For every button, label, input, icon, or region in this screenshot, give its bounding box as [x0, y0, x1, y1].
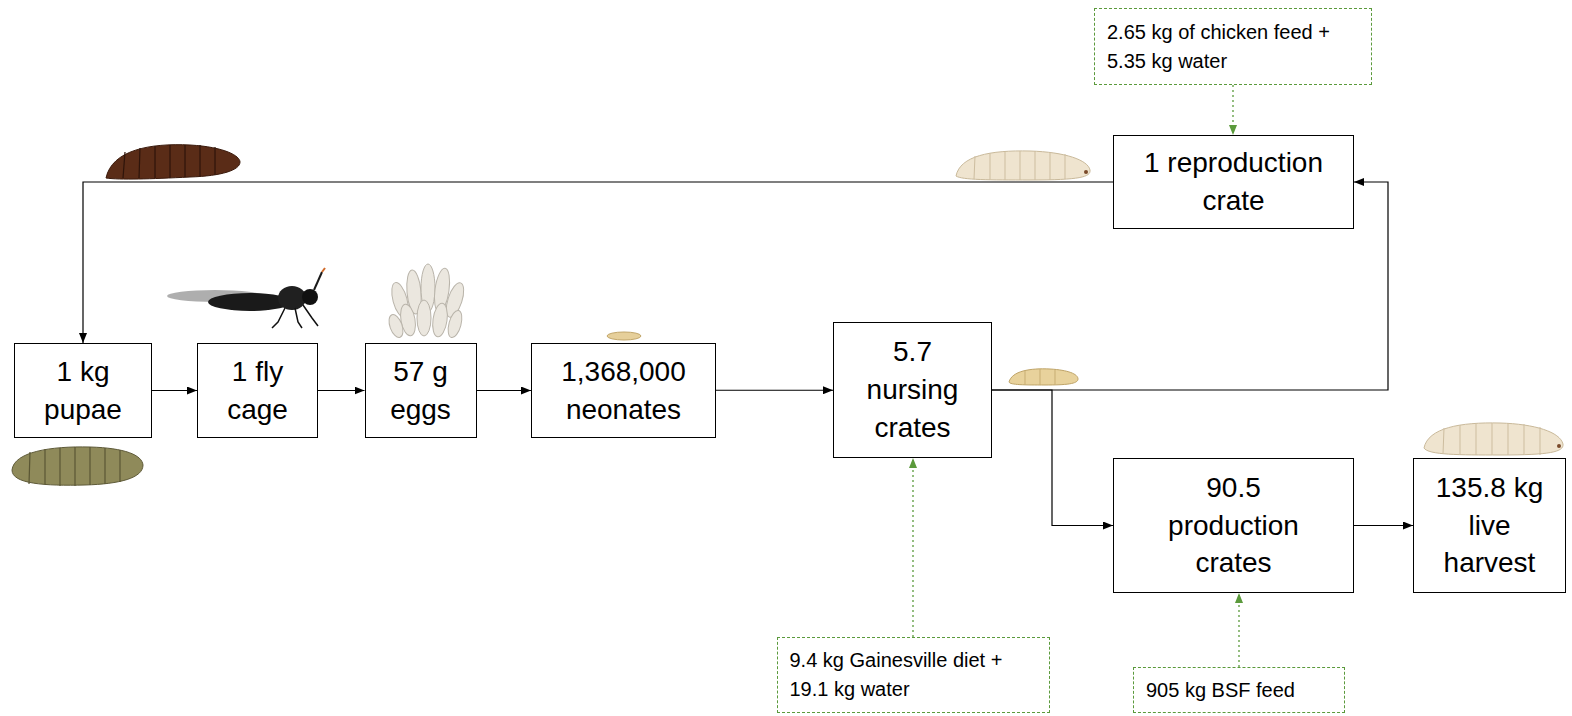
- flow-arrow: [992, 390, 1113, 526]
- pupa-body: [12, 447, 143, 485]
- pupa-picture: [12, 447, 143, 486]
- egg-picture: [386, 264, 467, 339]
- text-group: 1 kg pupae: [24, 353, 142, 429]
- flow-arrow: [477, 390, 532, 391]
- prepupa-picture: [106, 145, 240, 179]
- text-group: 90.5 production crates: [1159, 469, 1309, 582]
- fly-head: [302, 289, 318, 305]
- process-box: 5.7 nursing crates: [833, 322, 992, 458]
- larva-head: [1084, 170, 1088, 174]
- flow-arrow: [716, 390, 833, 391]
- box-label: 135.8 kg live harvest: [1425, 469, 1555, 582]
- box-label: 90.5 production crates: [1159, 469, 1309, 582]
- fly-picture: [167, 268, 325, 328]
- text-group: 9.4 kg Gainesville diet + 19.1 kg water: [790, 646, 1035, 704]
- box-label: 1 kg pupae: [24, 353, 142, 429]
- young-larva-picture: [1009, 369, 1078, 385]
- box-label: 1 reproduction crate: [1124, 144, 1344, 220]
- pupa-segments: [29, 447, 120, 486]
- fly-antenna: [314, 272, 322, 290]
- fly-thorax: [278, 286, 306, 310]
- input-label: 2.65 kg of chicken feed + 5.35 kg water: [1107, 18, 1357, 76]
- text-group: 2.65 kg of chicken feed + 5.35 kg water: [1107, 18, 1357, 76]
- fly-antenna-tip: [322, 268, 325, 272]
- flow-arrow: [83, 182, 1113, 343]
- text-group: 1 reproduction crate: [1124, 144, 1344, 220]
- prepupa-segments: [123, 145, 215, 178]
- box-label: 5.7 nursing crates: [858, 333, 968, 446]
- input-arrow: [1232, 85, 1233, 135]
- process-box: 1 kg pupae: [14, 343, 152, 438]
- box-label: 1 fly cage: [208, 353, 308, 429]
- text-group: 5.7 nursing crates: [858, 333, 968, 446]
- text-group: 135.8 kg live harvest: [1425, 469, 1555, 582]
- process-box: 1 reproduction crate: [1113, 135, 1354, 229]
- box-label: 1,368,000 neonates: [541, 353, 706, 429]
- input-arrow: [912, 458, 913, 637]
- fly-legs: [272, 305, 318, 328]
- text-group: 905 kg BSF feed: [1146, 676, 1295, 705]
- process-box: 1,368,000 neonates: [531, 343, 716, 438]
- process-box: 90.5 production crates: [1113, 458, 1354, 593]
- input-box: 2.65 kg of chicken feed + 5.35 kg water: [1094, 8, 1372, 85]
- flow-arrow: [318, 390, 365, 391]
- result-box: 135.8 kg live harvest: [1413, 458, 1566, 593]
- input-label: 9.4 kg Gainesville diet + 19.1 kg water: [790, 646, 1035, 704]
- neonate-picture: [607, 332, 641, 340]
- input-box: 9.4 kg Gainesville diet + 19.1 kg water: [777, 637, 1050, 713]
- flow-arrow: [1354, 525, 1413, 526]
- harvest-larva-picture: [1424, 423, 1563, 455]
- input-label: 905 kg BSF feed: [1146, 676, 1295, 705]
- text-group: 57 g eggs: [375, 353, 467, 429]
- box-label: 57 g eggs: [375, 353, 467, 429]
- text-group: 1,368,000 neonates: [541, 353, 706, 429]
- flow-arrow: [152, 390, 197, 391]
- process-box: 1 fly cage: [197, 343, 318, 438]
- input-arrow: [1238, 593, 1239, 667]
- text-group: 1 fly cage: [208, 353, 308, 429]
- larva-body: [956, 151, 1090, 180]
- prepupa-body: [106, 145, 240, 179]
- larva-picture: [956, 151, 1090, 180]
- larva-segments: [974, 151, 1065, 180]
- input-box: 905 kg BSF feed: [1133, 667, 1345, 713]
- process-box: 57 g eggs: [365, 343, 477, 438]
